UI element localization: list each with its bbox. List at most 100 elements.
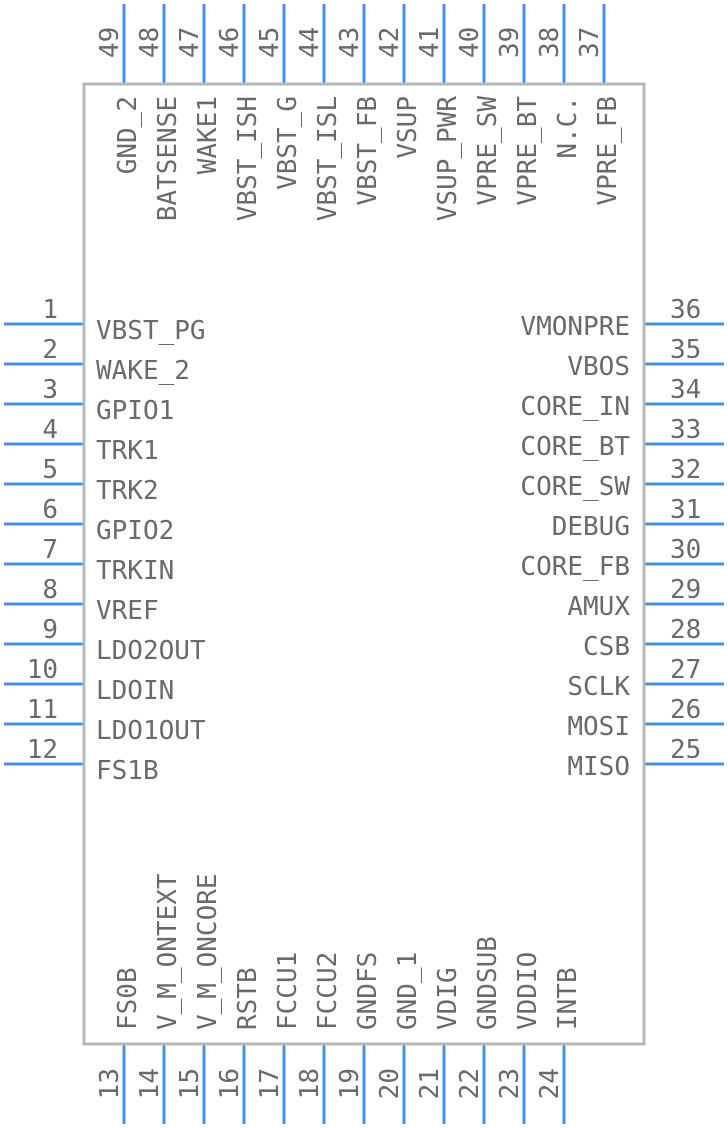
pin-number-21: 21 bbox=[415, 1068, 445, 1099]
pin-name-5: TRK2 bbox=[96, 476, 159, 506]
pin-number-38: 38 bbox=[535, 27, 565, 58]
pin-number-13: 13 bbox=[95, 1068, 125, 1099]
pin-name-19: GNDFS bbox=[353, 952, 383, 1030]
pin-number-8: 8 bbox=[42, 575, 58, 605]
pin-name-35: VBOS bbox=[567, 352, 630, 382]
pin-number-6: 6 bbox=[42, 495, 58, 525]
pin-name-27: SCLK bbox=[567, 672, 630, 702]
pin-name-21: VDIG bbox=[433, 967, 463, 1030]
pin-name-30: CORE_FB bbox=[520, 552, 630, 582]
pin-number-30: 30 bbox=[670, 535, 701, 565]
pin-number-29: 29 bbox=[670, 575, 701, 605]
pin-name-46: VBST_ISH bbox=[233, 96, 263, 221]
pin-name-15: V_M_ONCORE bbox=[193, 873, 223, 1030]
pin-number-40: 40 bbox=[455, 27, 485, 58]
pin-number-45: 45 bbox=[255, 27, 285, 58]
pin-name-18: FCCU2 bbox=[313, 952, 343, 1030]
pin-number-5: 5 bbox=[42, 455, 58, 485]
pin-name-41: VSUP_PWR bbox=[433, 96, 463, 222]
pin-name-44: VBST_ISL bbox=[313, 96, 343, 221]
pin-number-41: 41 bbox=[415, 27, 445, 58]
pin-number-44: 44 bbox=[295, 27, 325, 58]
pin-number-34: 34 bbox=[670, 375, 701, 405]
pin-number-39: 39 bbox=[495, 27, 525, 58]
pin-name-10: LDOIN bbox=[96, 676, 174, 706]
pin-name-47: WAKE1 bbox=[193, 96, 223, 174]
pin-name-48: BATSENSE bbox=[153, 96, 183, 221]
pin-number-16: 16 bbox=[215, 1068, 245, 1099]
pin-name-31: DEBUG bbox=[552, 512, 630, 542]
pin-name-34: CORE_IN bbox=[520, 392, 630, 422]
pin-lines bbox=[4, 4, 724, 1124]
pin-name-12: FS1B bbox=[96, 756, 159, 786]
pin-name-1: VBST_PG bbox=[96, 316, 206, 346]
pin-number-35: 35 bbox=[670, 335, 701, 365]
pin-number-22: 22 bbox=[455, 1068, 485, 1099]
pin-name-13: FS0B bbox=[113, 967, 143, 1030]
pin-number-18: 18 bbox=[295, 1068, 325, 1099]
pin-number-33: 33 bbox=[670, 415, 701, 445]
pin-number-37: 37 bbox=[575, 27, 605, 58]
pin-name-36: VMONPRE bbox=[520, 312, 630, 342]
pin-number-31: 31 bbox=[670, 495, 701, 525]
pin-name-43: VBST_FB bbox=[353, 96, 383, 206]
pin-number-28: 28 bbox=[670, 615, 701, 645]
pin-number-15: 15 bbox=[175, 1068, 205, 1099]
pin-number-26: 26 bbox=[670, 695, 701, 725]
ic-body bbox=[82, 82, 646, 1046]
pin-number-19: 19 bbox=[335, 1068, 365, 1099]
pin-name-7: TRKIN bbox=[96, 556, 174, 586]
pin-number-20: 20 bbox=[375, 1068, 405, 1099]
pin-number-12: 12 bbox=[27, 735, 58, 765]
pin-name-32: CORE_SW bbox=[520, 472, 630, 502]
pin-number-46: 46 bbox=[215, 27, 245, 58]
pin-number-23: 23 bbox=[495, 1068, 525, 1099]
pin-name-2: WAKE_2 bbox=[96, 356, 190, 386]
pin-name-49: GND_2 bbox=[113, 96, 143, 174]
pin-name-4: TRK1 bbox=[96, 436, 159, 466]
pin-number-17: 17 bbox=[255, 1068, 285, 1099]
pin-number-14: 14 bbox=[135, 1068, 165, 1099]
pin-name-9: LDO2OUT bbox=[96, 636, 206, 666]
pin-name-3: GPIO1 bbox=[96, 396, 174, 426]
pin-number-2: 2 bbox=[42, 335, 58, 365]
pin-number-43: 43 bbox=[335, 27, 365, 58]
pin-name-39: VPRE_BT bbox=[513, 96, 543, 206]
pin-number-11: 11 bbox=[27, 695, 58, 725]
pin-number-32: 32 bbox=[670, 455, 701, 485]
pin-number-24: 24 bbox=[535, 1068, 565, 1099]
pin-number-10: 10 bbox=[27, 655, 58, 685]
pin-number-3: 3 bbox=[42, 375, 58, 405]
pin-number-9: 9 bbox=[42, 615, 58, 645]
pin-name-40: VPRE_SW bbox=[473, 96, 503, 206]
pin-number-25: 25 bbox=[670, 735, 701, 765]
pin-name-16: RSTB bbox=[233, 967, 263, 1030]
pin-name-26: MOSI bbox=[567, 712, 630, 742]
pin-name-42: VSUP bbox=[393, 96, 423, 159]
pin-number-47: 47 bbox=[175, 27, 205, 58]
pin-name-14: V_M_ONTEXT bbox=[153, 873, 183, 1030]
pin-name-28: CSB bbox=[583, 632, 630, 662]
pin-name-6: GPIO2 bbox=[96, 516, 174, 546]
pin-name-25: MISO bbox=[567, 752, 630, 782]
pin-number-27: 27 bbox=[670, 655, 701, 685]
pin-name-23: VDDIO bbox=[513, 952, 543, 1030]
pin-number-7: 7 bbox=[42, 535, 58, 565]
pin-number-1: 1 bbox=[42, 295, 58, 325]
pin-number-42: 42 bbox=[375, 27, 405, 58]
pin-name-8: VREF bbox=[96, 596, 159, 626]
pin-name-37: VPRE_FB bbox=[593, 96, 623, 206]
pin-name-29: AMUX bbox=[567, 592, 630, 622]
pin-name-20: GND_1 bbox=[393, 952, 423, 1030]
pin-name-24: INTB bbox=[553, 967, 583, 1030]
pin-name-11: LDO1OUT bbox=[96, 716, 206, 746]
pin-name-22: GNDSUB bbox=[473, 936, 503, 1030]
pin-number-4: 4 bbox=[42, 415, 58, 445]
pin-name-45: VBST_G bbox=[273, 96, 303, 190]
pin-name-33: CORE_BT bbox=[520, 432, 630, 462]
pin-number-49: 49 bbox=[95, 27, 125, 58]
pin-number-36: 36 bbox=[670, 295, 701, 325]
pin-number-48: 48 bbox=[135, 27, 165, 58]
